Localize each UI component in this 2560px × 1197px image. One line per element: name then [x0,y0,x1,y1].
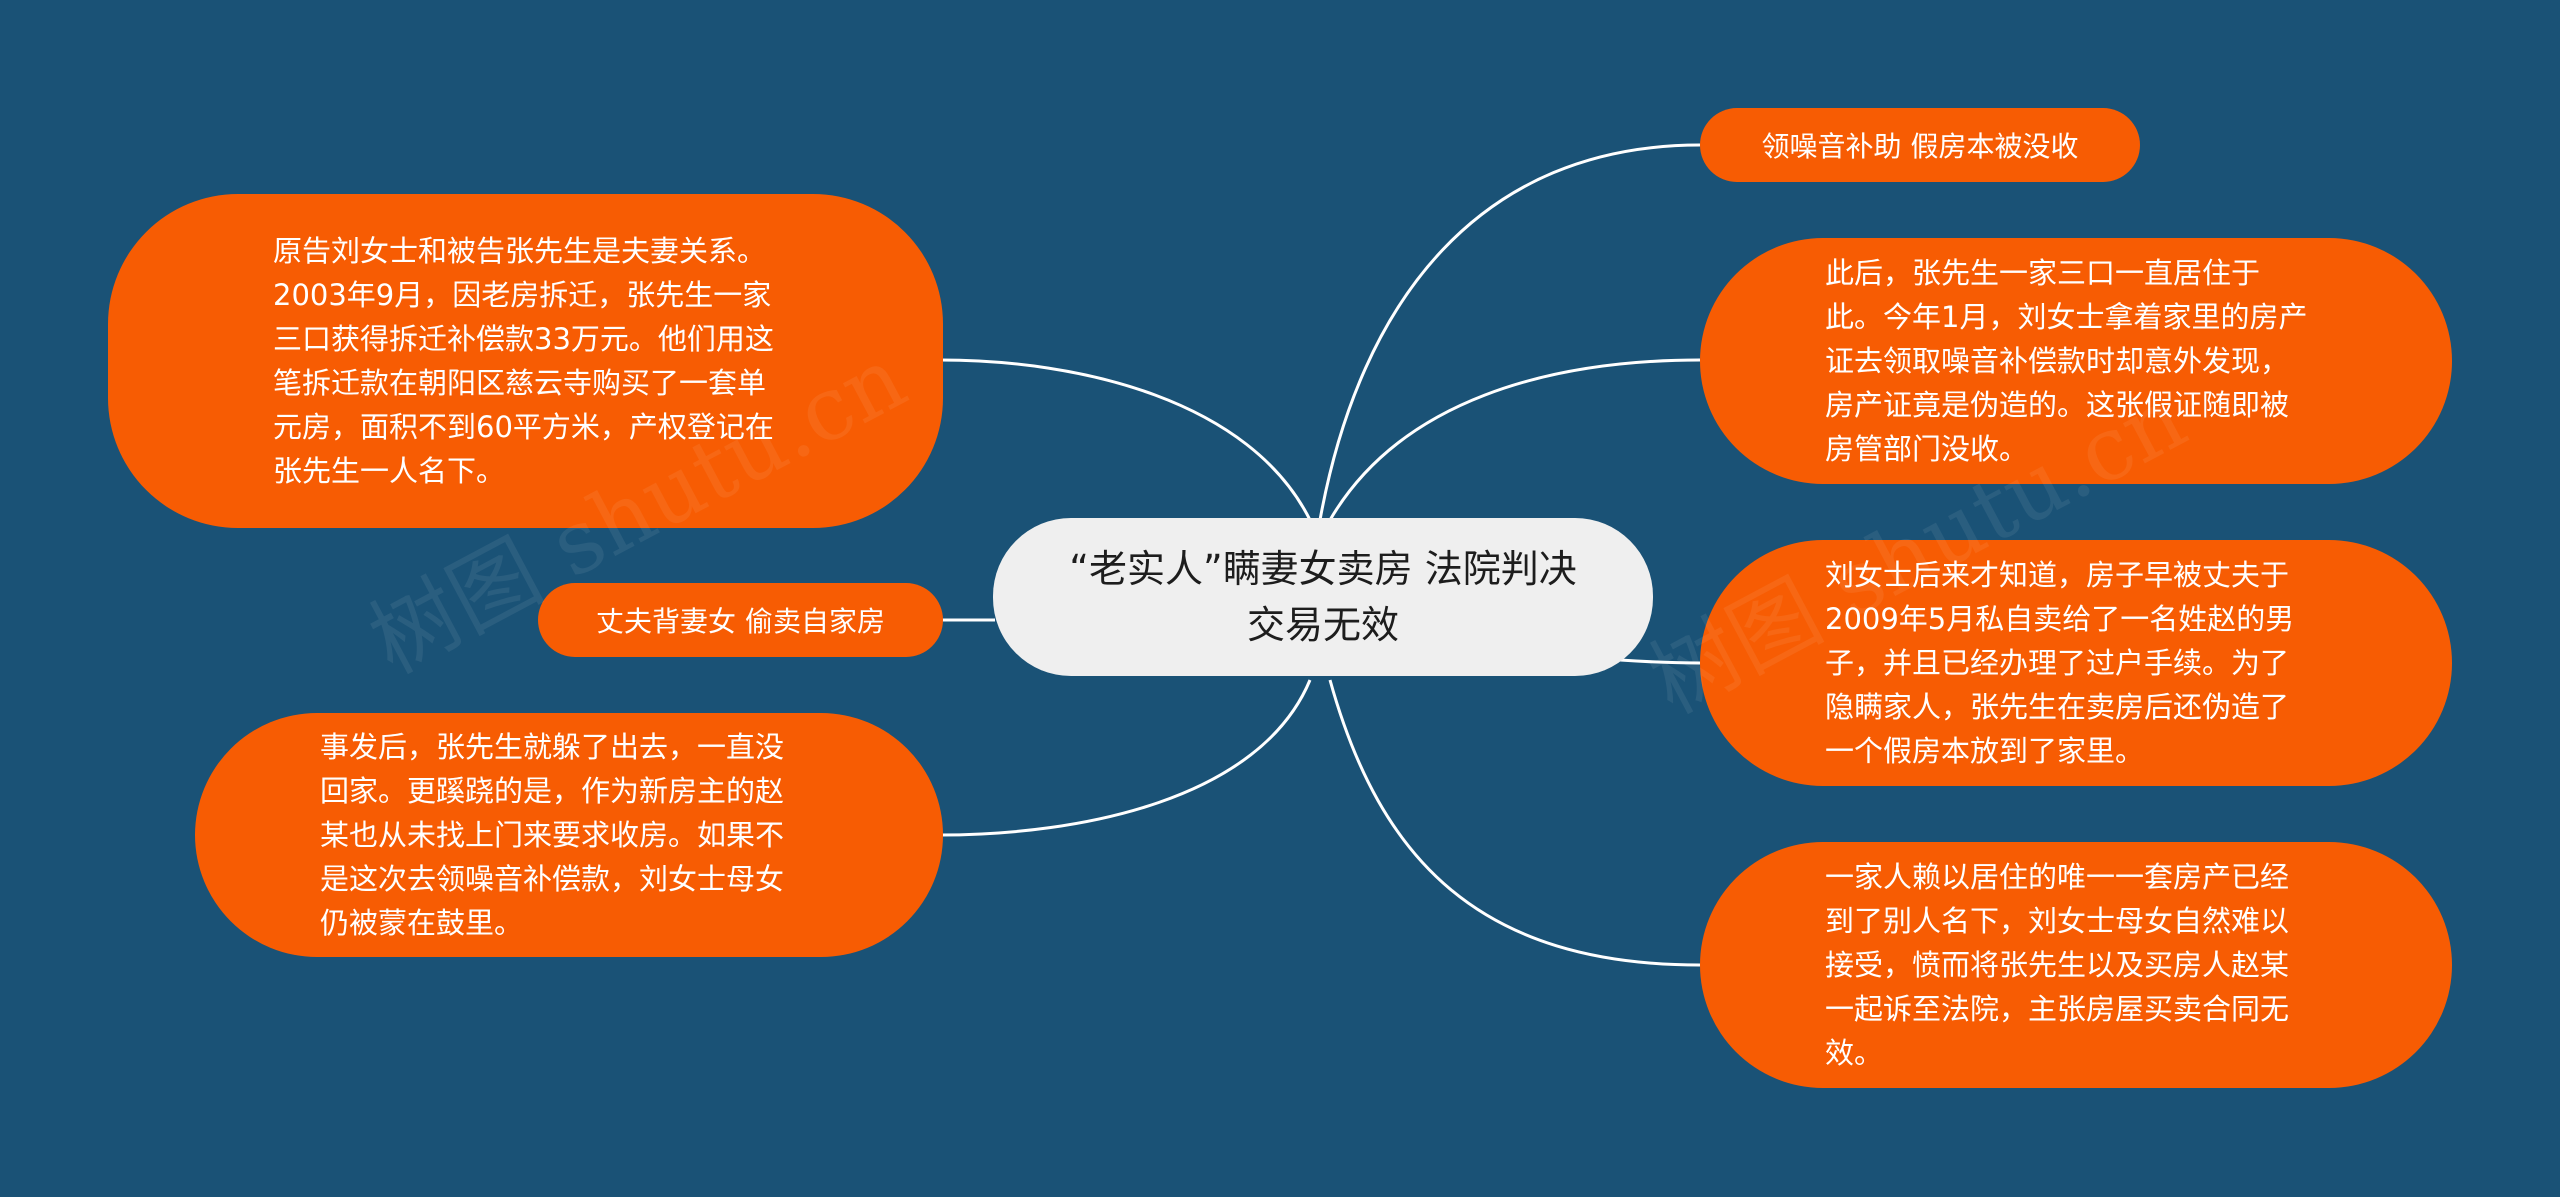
topic-right-1[interactable]: 领噪音补助 假房本被没收 [1700,108,2140,182]
connector-right-3 [1619,658,1701,665]
connector-left-3 [939,679,1312,837]
topic-right-3[interactable]: 刘女士后来才知道，房子早被丈夫于2009年5月私自卖给了一名姓赵的男子，并且已经… [1700,540,2452,786]
topic-right-1-text: 领噪音补助 假房本被没收 [1761,130,2079,163]
topic-left-1-text: 原告刘女士和被告张先生是夫妻关系。2003年9月，因老房拆迁，张先生一家三口获得… [273,234,774,488]
topic-left-2-text: 丈夫背妻女 偷卖自家房 [596,605,885,638]
connector-left-1 [939,358,1312,521]
connector-right-1 [1318,143,1701,521]
topic-right-2[interactable]: 此后，张先生一家三口一直居住于此。今年1月，刘女士拿着家里的房产证去领取噪音补偿… [1700,238,2452,484]
topic-left-1[interactable]: 原告刘女士和被告张先生是夫妻关系。2003年9月，因老房拆迁，张先生一家三口获得… [108,194,943,528]
connector-right-2 [1328,358,1701,521]
central-topic-text: “老实人”瞒妻女卖房 法院判决交易无效 [1069,547,1577,647]
topic-left-3-text: 事发后，张先生就躲了出去，一直没回家。更蹊跷的是，作为新房主的赵某也从未找上门来… [320,730,785,940]
topic-right-4[interactable]: 一家人赖以居住的唯一一套房产已经到了别人名下，刘女士母女自然难以接受，愤而将张先… [1700,842,2452,1088]
connector-right-4 [1328,679,1701,967]
topic-right-2-text: 此后，张先生一家三口一直居住于此。今年1月，刘女士拿着家里的房产证去领取噪音补偿… [1825,256,2308,466]
topic-left-3[interactable]: 事发后，张先生就躲了出去，一直没回家。更蹊跷的是，作为新房主的赵某也从未找上门来… [195,713,943,957]
topic-left-2[interactable]: 丈夫背妻女 偷卖自家房 [538,583,943,657]
central-topic[interactable]: “老实人”瞒妻女卖房 法院判决交易无效 [993,518,1653,676]
topic-right-3-text: 刘女士后来才知道，房子早被丈夫于2009年5月私自卖给了一名姓赵的男子，并且已经… [1825,558,2295,768]
topic-right-4-text: 一家人赖以居住的唯一一套房产已经到了别人名下，刘女士母女自然难以接受，愤而将张先… [1825,860,2290,1070]
